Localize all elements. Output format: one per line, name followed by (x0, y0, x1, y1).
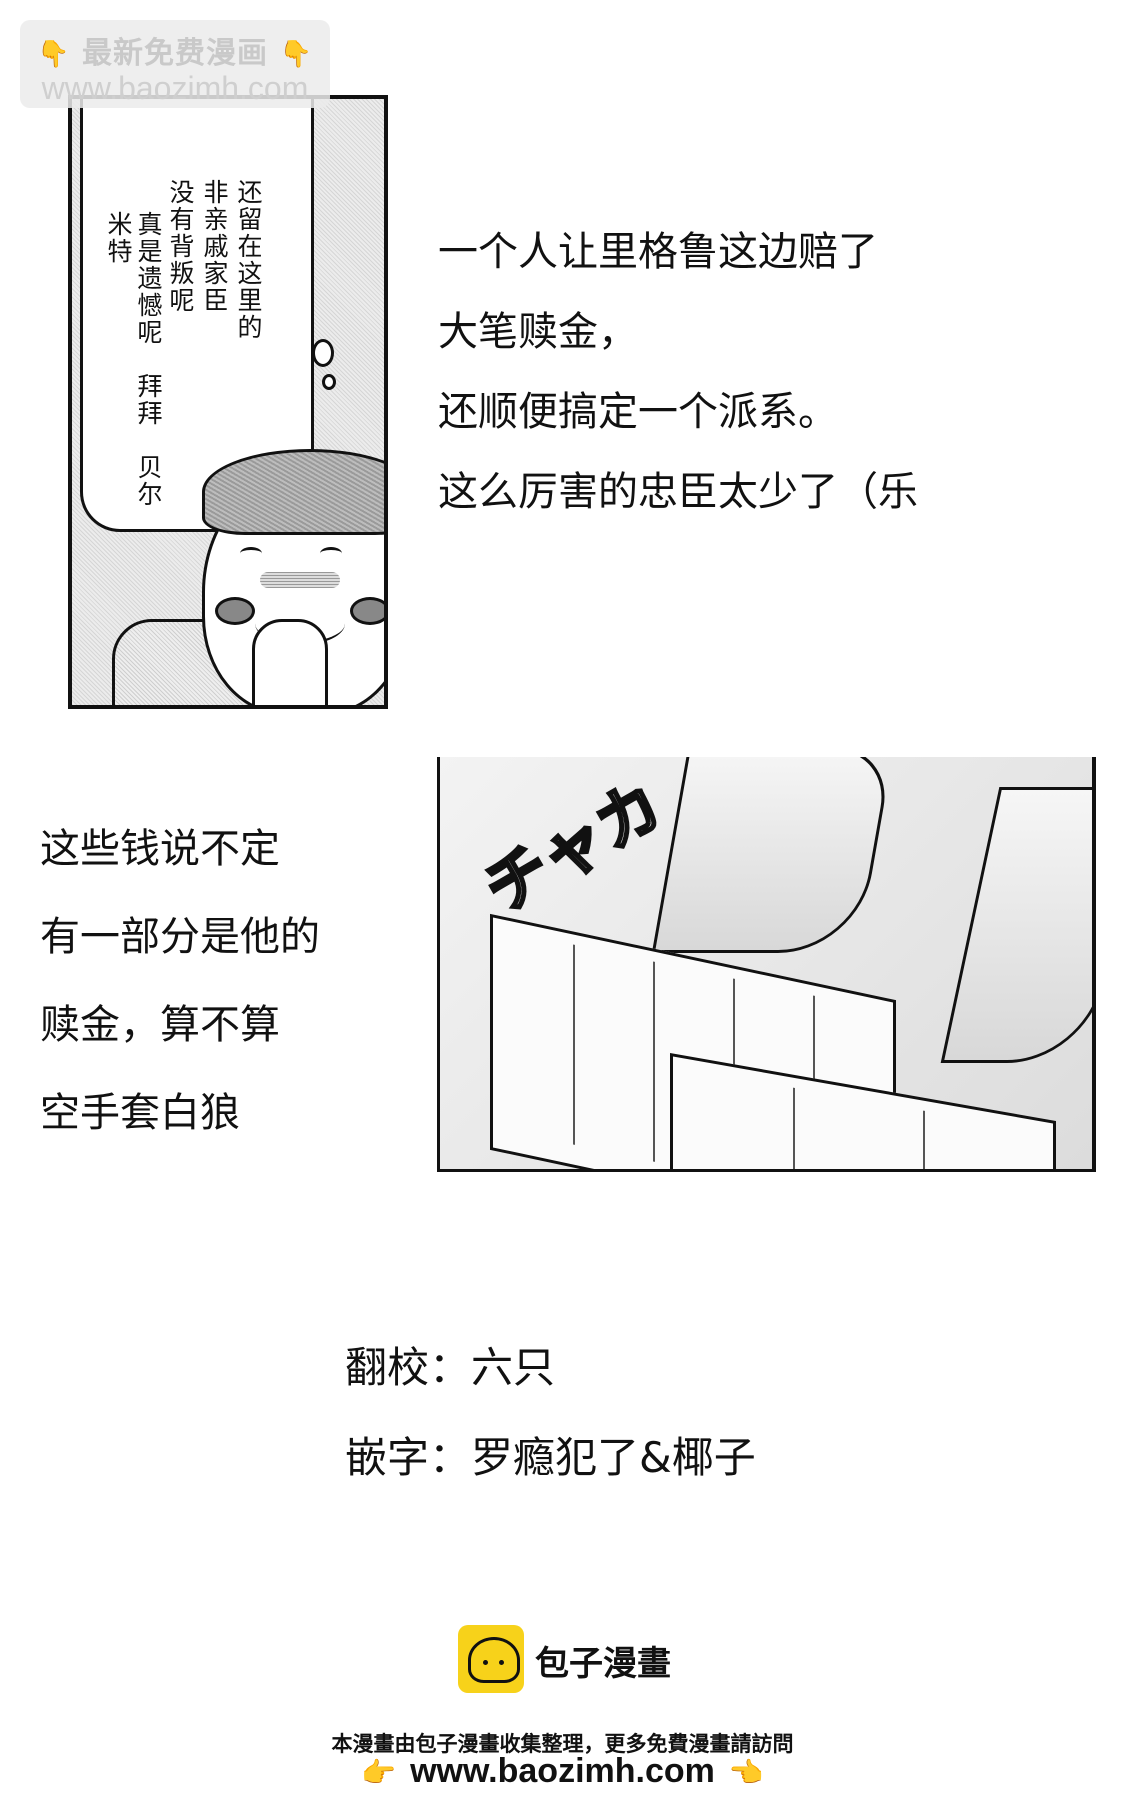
manga-panel-treasure-chests: チャカ (437, 757, 1096, 1172)
watermark-text: 最新免费漫画 (82, 36, 268, 71)
bubble-text-col-2: 非亲戚家臣 (200, 179, 229, 314)
watermark-title: 👇 最新免费漫画 👇 (20, 28, 330, 72)
bubble-text-col-1: 还留在这里的 (234, 179, 263, 341)
character-hair (202, 449, 384, 535)
pointing-right-hand-icon: 👉 (361, 1757, 397, 1788)
manga-panel-character: 还留在这里的 非亲戚家臣 没有背叛呢 真是遗憾呢 拜拜 贝尔米特 (68, 95, 388, 709)
chest-lid (940, 787, 1092, 1063)
chest-lid (651, 757, 895, 953)
pointing-down-hand-icon: 👇 (279, 39, 313, 70)
eye-icon (320, 547, 342, 560)
pointing-down-hand-icon: 👇 (37, 39, 71, 70)
sound-effect: チャカ (471, 767, 677, 930)
thought-dot (322, 374, 336, 390)
watermark-banner: 👇 最新免费漫画 👇 www.baozimh.com (20, 20, 330, 108)
credit-value: 罗瘾犯了&椰子 (471, 1433, 756, 1482)
credit-translation: 翻校：六只 (345, 1343, 555, 1393)
watermark-url[interactable]: www.baozimh.com (41, 70, 309, 106)
footer-notice: 本漫畫由包子漫畫收集整理，更多免費漫畫請訪問 (331, 1732, 794, 1756)
commentary-line: 这么厉害的忠臣太少了（乐 (438, 469, 918, 515)
commentary-line: 还顺便搞定一个派系。 (438, 389, 838, 435)
bubble-text-col-3: 没有背叛呢 (166, 179, 195, 314)
character-hand (252, 619, 328, 705)
blush (260, 572, 340, 588)
thought-dot (312, 339, 334, 367)
commentary-line: 一个人让里格鲁这边赔了 (438, 229, 878, 275)
cheek (350, 597, 384, 625)
logo-text[interactable]: 包子漫畫 (535, 1644, 671, 1684)
commentary-line: 大笔赎金， (438, 309, 638, 355)
credit-value: 六只 (471, 1343, 556, 1392)
credit-typesetting: 嵌字：罗瘾犯了&椰子 (345, 1433, 756, 1483)
bubble-text-col-4: 真是遗憾呢 拜拜 贝尔米特 (104, 211, 163, 508)
footer-url-row: 👉 www.baozimh.com 👈 (0, 1752, 1125, 1791)
commentary-line: 这些钱说不定 (40, 826, 280, 872)
bun-icon (468, 1637, 520, 1683)
commentary-block-1: 一个人让里格鲁这边赔了 大笔赎金， 还顺便搞定一个派系。 这么厉害的忠臣太少了（… (438, 212, 918, 532)
credit-label: 翻校： (345, 1343, 472, 1392)
thought-bubble: 还留在这里的 非亲戚家臣 没有背叛呢 真是遗憾呢 拜拜 贝尔米特 (80, 99, 314, 532)
commentary-line: 有一部分是他的 (40, 914, 320, 960)
baozi-logo-icon[interactable] (458, 1625, 524, 1693)
eye-icon (240, 547, 262, 560)
commentary-line: 空手套白狼 (40, 1090, 240, 1136)
pointing-left-hand-icon: 👈 (728, 1757, 764, 1788)
cheek (215, 597, 255, 625)
footer-url-link[interactable]: www.baozimh.com (410, 1752, 715, 1790)
commentary-line: 赎金，算不算 (40, 1002, 280, 1048)
credit-label: 嵌字： (345, 1433, 472, 1482)
commentary-block-2: 这些钱说不定 有一部分是他的 赎金，算不算 空手套白狼 (40, 805, 320, 1157)
